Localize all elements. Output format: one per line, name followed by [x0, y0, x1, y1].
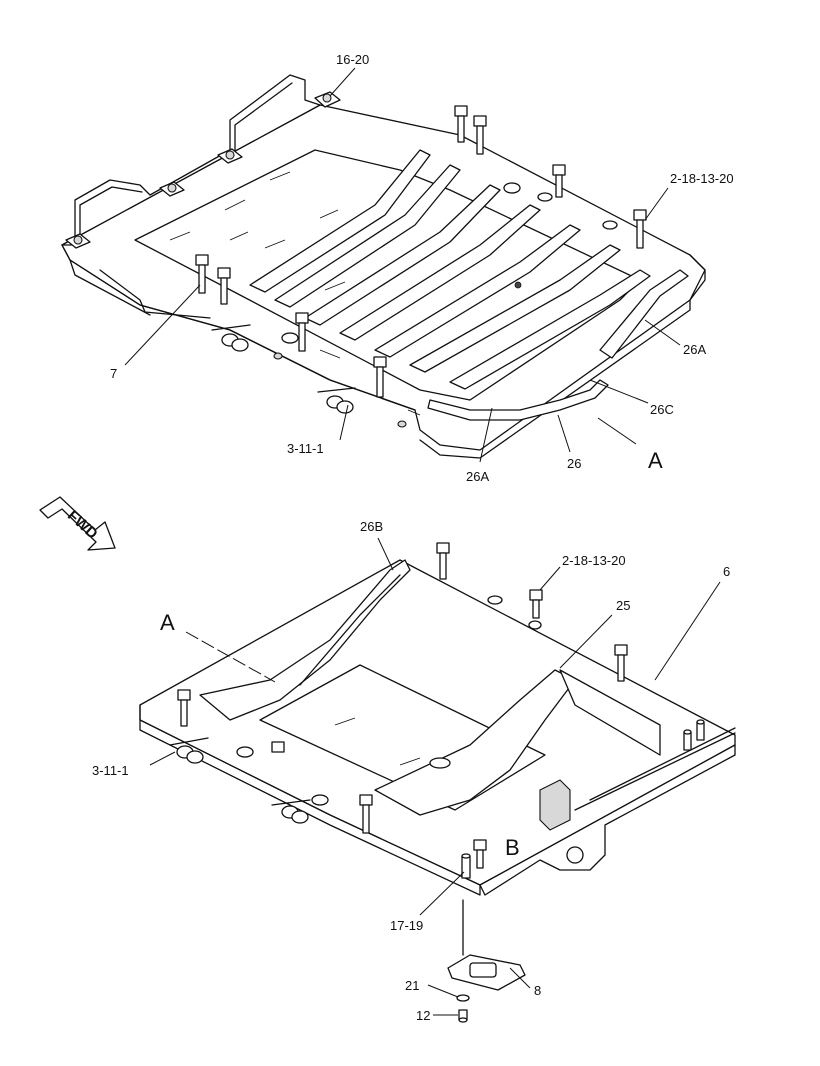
- label-3-11-1-top: 3-11-1: [287, 441, 324, 456]
- washer-21: [456, 994, 470, 1002]
- pad-top-4: [65, 233, 91, 249]
- pin-bot-17-19: [461, 853, 471, 879]
- top-bolts: [65, 91, 647, 398]
- pin-bot-r1: [683, 729, 692, 751]
- label-7: 7: [110, 366, 117, 381]
- bolt-bot-4: [177, 689, 191, 727]
- bolt-bot-6: [359, 794, 373, 834]
- bottom-pins: [169, 737, 311, 824]
- pin-bot-r2: [696, 719, 705, 741]
- bolt-top-1: [454, 105, 468, 143]
- label-26A-bottom: 26A: [466, 469, 489, 484]
- label-3-11-1-bottom: 3-11-1: [92, 763, 129, 778]
- pad-top-2: [217, 148, 243, 164]
- bolt-bot-3: [614, 644, 628, 682]
- top-pins: [211, 324, 407, 428]
- callout-labels: 16-20 2-18-13-20 7 26A 26C 26 A 26A 3-11…: [92, 52, 734, 1023]
- leader-lines: [124, 67, 721, 1016]
- top-floor-ribs: [249, 149, 689, 421]
- label-A-bottom: A: [160, 610, 175, 635]
- label-17-19: 17-19: [390, 918, 423, 933]
- bolt-bot-7: [473, 839, 487, 869]
- pad-top-1: [314, 91, 341, 108]
- top-floor-slots: [169, 171, 618, 416]
- label-25: 25: [616, 598, 630, 613]
- top-floor-plate: [61, 74, 706, 459]
- label-12: 12: [416, 1008, 430, 1023]
- label-2-18-13-20-top: 2-18-13-20: [670, 171, 734, 186]
- label-B: B: [505, 835, 520, 860]
- label-26C: 26C: [650, 402, 674, 417]
- pad-top-3: [159, 181, 185, 197]
- bolt-top-3: [552, 164, 566, 198]
- bolt-top-5: [195, 254, 209, 294]
- label-26A-right: 26A: [683, 342, 706, 357]
- bolt-bot-5: [271, 741, 285, 753]
- label-26B: 26B: [360, 519, 383, 534]
- bolt-bot-1: [436, 542, 450, 580]
- label-A-top: A: [648, 448, 663, 473]
- bolt-top-7: [295, 312, 309, 352]
- label-21: 21: [405, 978, 419, 993]
- bottom-floor-frame: [139, 559, 736, 896]
- bolt-top-4: [633, 209, 647, 249]
- bolt-top-2: [473, 115, 487, 155]
- label-2-18-13-20-bottom: 2-18-13-20: [562, 553, 626, 568]
- label-16-20: 16-20: [336, 52, 369, 67]
- plate-8: [447, 899, 526, 991]
- bolt-bot-2: [529, 589, 543, 619]
- label-6: 6: [723, 564, 730, 579]
- bottom-bolts: [177, 542, 705, 879]
- label-8: 8: [534, 983, 541, 998]
- screw-12: [458, 1009, 468, 1023]
- label-26: 26: [567, 456, 581, 471]
- fwd-arrow: FWD: [39, 496, 116, 551]
- bolt-top-6: [217, 267, 231, 305]
- bolt-top-8: [373, 356, 387, 398]
